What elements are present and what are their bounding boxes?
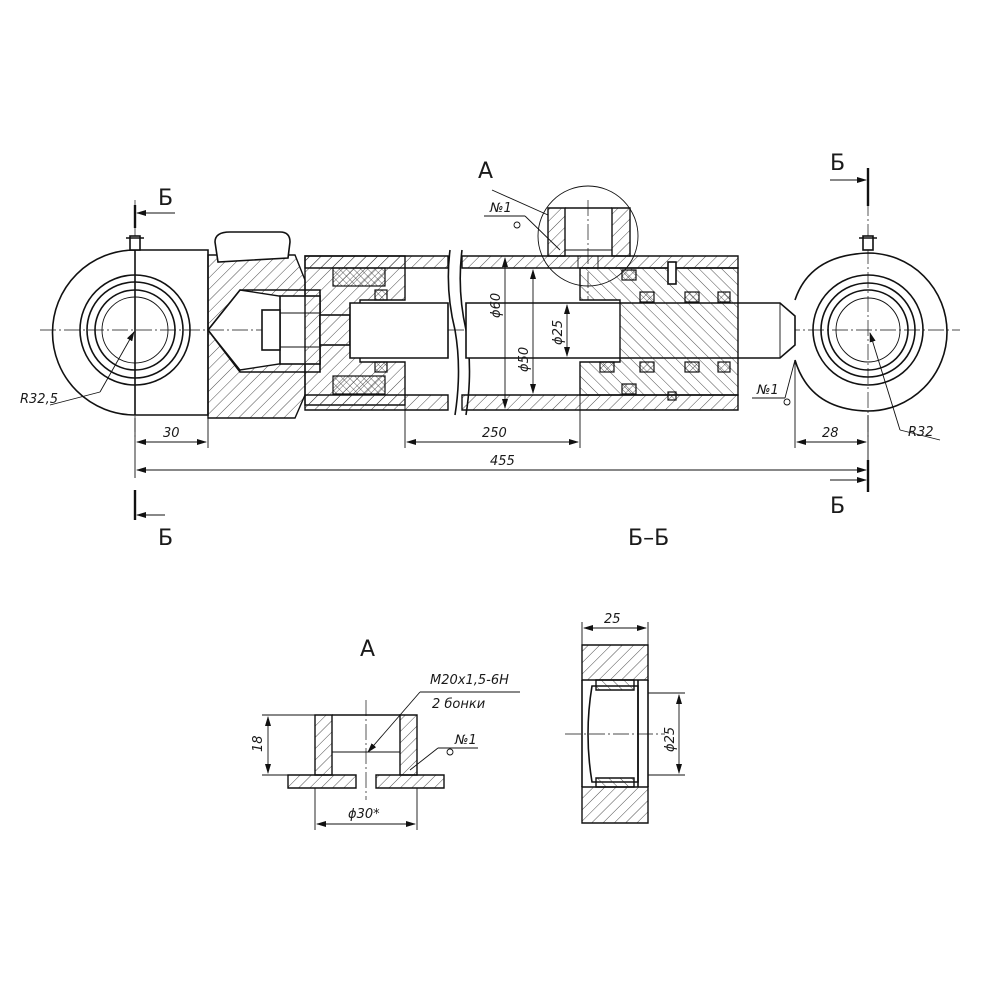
section-b-right-bottom: Б	[830, 494, 845, 519]
dim-25-width: 25	[604, 612, 621, 627]
part-no-right: №1	[756, 383, 779, 398]
main-assembly-view: А Б Б Б Б R32,5 R32 ϕ60 ϕ50 ϕ25 30 250 2…	[20, 151, 960, 551]
dim-250: 250	[482, 426, 507, 441]
dim-d25-main: ϕ25	[551, 320, 566, 345]
left-eye	[51, 200, 209, 440]
detail-a-view: А 18 ϕ30* M20x1,5-6H 2 бонки №1	[251, 637, 520, 830]
dim-r-left: R32,5	[20, 392, 58, 407]
dim-d25-section: ϕ25	[663, 727, 678, 752]
dim-455: 455	[490, 454, 515, 469]
part-no-detail: №1	[454, 733, 477, 748]
section-b-left-bottom: Б	[158, 526, 173, 551]
dim-d50: ϕ50	[517, 347, 532, 372]
right-eye	[794, 200, 948, 440]
dim-d30: ϕ30*	[348, 807, 380, 822]
section-bb-view: 25 ϕ25	[565, 612, 685, 824]
left-head	[206, 231, 351, 419]
dim-r-right: R32	[908, 425, 934, 440]
port-boss	[537, 185, 639, 300]
section-b-right-top: Б	[830, 151, 845, 176]
dim-28: 28	[822, 426, 839, 441]
section-bb-title: Б–Б	[628, 526, 669, 551]
view-a-marker: А	[478, 159, 493, 184]
part-no-top: №1	[489, 201, 512, 216]
main-dimensions	[49, 189, 941, 478]
thread-callout: M20x1,5-6H	[430, 673, 509, 688]
section-b-left-top: Б	[158, 186, 173, 211]
dim-d60: ϕ60	[489, 293, 504, 318]
thread-note: 2 бонки	[432, 697, 485, 712]
view-a-detail-title: А	[360, 637, 375, 662]
dim-18: 18	[251, 735, 266, 752]
dim-30: 30	[163, 426, 180, 441]
rod-gland	[579, 261, 739, 401]
